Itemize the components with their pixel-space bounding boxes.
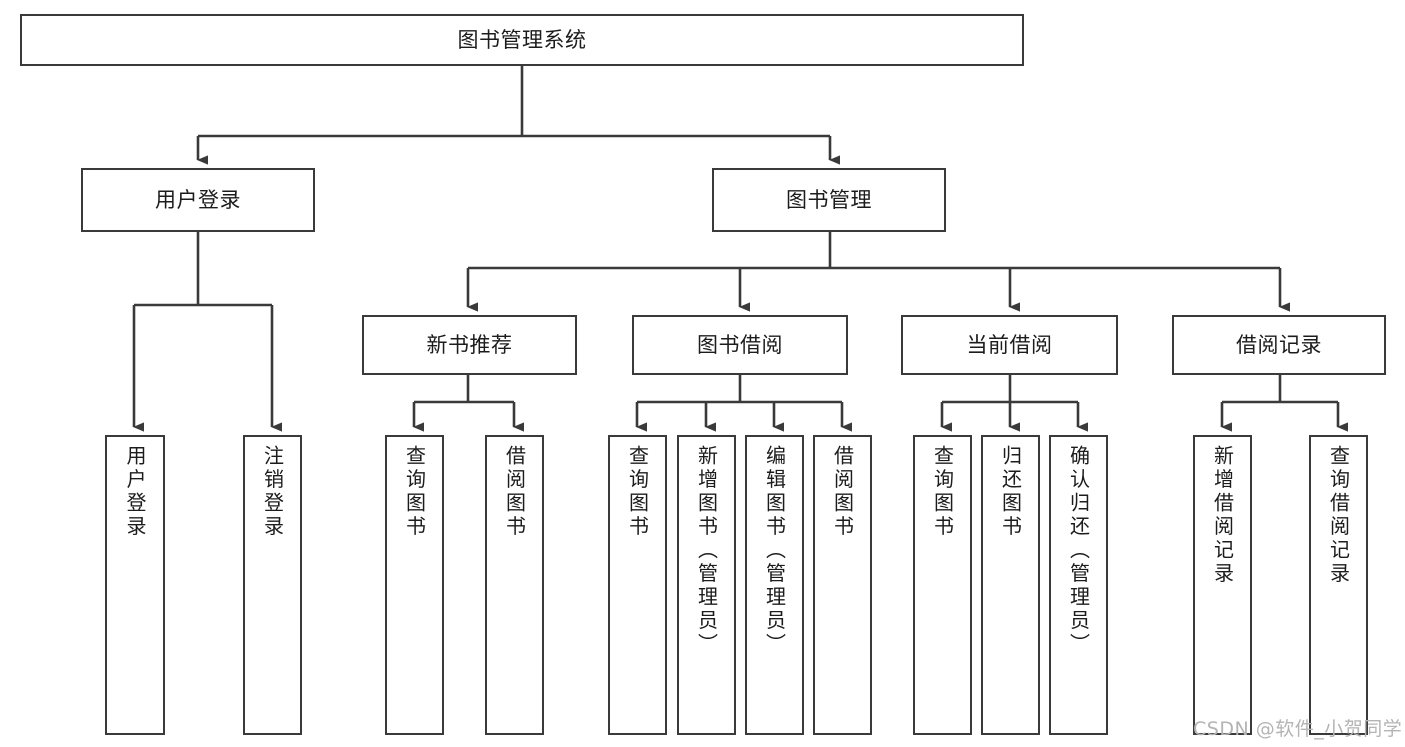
node-leaf-add-book-label: 新增图书（管理员） — [694, 445, 719, 657]
node-leaf-query-record[interactable]: 查询借阅记录 — [1309, 435, 1368, 735]
node-user-login[interactable]: 用户登录 — [81, 168, 315, 232]
node-leaf-confirm-return-label: 确认归还（管理员） — [1066, 445, 1091, 657]
node-leaf-return-book-label: 归还图书 — [998, 445, 1023, 539]
node-leaf-add-record-label: 新增借阅记录 — [1210, 445, 1235, 586]
node-leaf-edit-book-label: 编辑图书（管理员） — [762, 445, 787, 657]
node-leaf-query-book-3[interactable]: 查询图书 — [913, 435, 972, 735]
node-borrow-record-label: 借阅记录 — [1236, 332, 1322, 357]
node-leaf-query-book-2[interactable]: 查询图书 — [608, 435, 667, 735]
node-current-borrow-label: 当前借阅 — [966, 332, 1053, 357]
node-leaf-query-book-1[interactable]: 查询图书 — [385, 435, 444, 735]
node-root-label: 图书管理系统 — [457, 27, 587, 52]
node-leaf-logout-login[interactable]: 注销登录 — [243, 435, 302, 735]
node-book-management[interactable]: 图书管理 — [712, 168, 946, 232]
node-leaf-return-book[interactable]: 归还图书 — [981, 435, 1040, 735]
node-book-management-label: 图书管理 — [786, 187, 872, 212]
node-new-book-recommend-label: 新书推荐 — [426, 332, 513, 357]
node-leaf-confirm-return[interactable]: 确认归还（管理员） — [1049, 435, 1108, 735]
node-leaf-logout-login-label: 注销登录 — [260, 445, 285, 539]
node-leaf-borrow-book-1-label: 借阅图书 — [502, 445, 527, 539]
node-leaf-borrow-book-1[interactable]: 借阅图书 — [485, 435, 544, 735]
node-current-borrow[interactable]: 当前借阅 — [901, 315, 1118, 375]
node-leaf-query-record-label: 查询借阅记录 — [1326, 445, 1351, 586]
node-book-borrow[interactable]: 图书借阅 — [632, 315, 848, 375]
node-leaf-edit-book[interactable]: 编辑图书（管理员） — [745, 435, 804, 735]
node-borrow-record[interactable]: 借阅记录 — [1172, 315, 1386, 375]
node-leaf-query-book-1-label: 查询图书 — [402, 445, 427, 539]
node-leaf-user-login-label: 用户登录 — [123, 445, 147, 539]
node-user-login-label: 用户登录 — [155, 187, 241, 212]
node-leaf-user-login[interactable]: 用户登录 — [105, 435, 165, 735]
node-leaf-add-record[interactable]: 新增借阅记录 — [1193, 435, 1252, 735]
node-root[interactable]: 图书管理系统 — [20, 14, 1024, 66]
node-leaf-query-book-3-label: 查询图书 — [930, 445, 955, 539]
node-new-book-recommend[interactable]: 新书推荐 — [362, 315, 577, 375]
node-book-borrow-label: 图书借阅 — [697, 332, 783, 357]
node-leaf-query-book-2-label: 查询图书 — [625, 445, 650, 539]
node-leaf-add-book[interactable]: 新增图书（管理员） — [677, 435, 736, 735]
node-leaf-borrow-book-2-label: 借阅图书 — [830, 445, 855, 539]
node-leaf-borrow-book-2[interactable]: 借阅图书 — [813, 435, 872, 735]
